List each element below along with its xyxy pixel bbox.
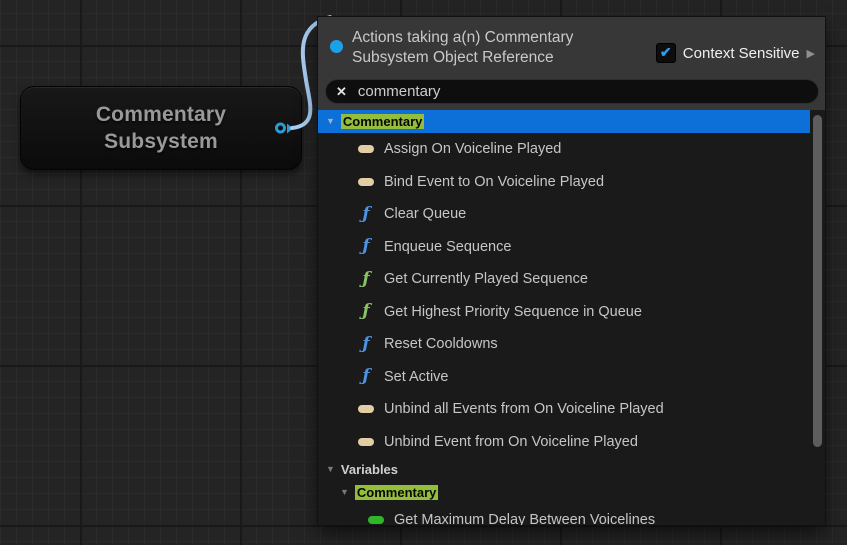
commentary-subsystem-node[interactable]: Commentary Subsystem	[20, 86, 302, 170]
menu-title: Actions taking a(n) Commentary Subsystem…	[352, 29, 574, 66]
pure-function-icon: ƒ	[362, 301, 370, 322]
action-item[interactable]: Bind Event to On Voiceline Played	[318, 166, 810, 199]
delegate-icon	[358, 177, 374, 186]
action-item[interactable]: ƒ Get Highest Priority Sequence in Queue	[318, 296, 810, 329]
scrollbar-thumb[interactable]	[813, 115, 822, 447]
row-label: Commentary	[354, 485, 439, 500]
category-row[interactable]: ▼ Commentary	[318, 481, 810, 504]
delegate-icon	[358, 437, 374, 446]
context-action-menu: Actions taking a(n) Commentary Subsystem…	[318, 17, 825, 525]
search-input[interactable]: ✕ commentary	[325, 79, 819, 104]
function-icon: ƒ	[362, 366, 370, 387]
row-label: Unbind Event from On Voiceline Played	[384, 433, 638, 450]
search-value: commentary	[357, 83, 441, 100]
category-row[interactable]: ▼ Variables	[318, 458, 810, 481]
node-title: Commentary Subsystem	[95, 103, 227, 153]
clear-search-icon[interactable]: ✕	[336, 84, 347, 99]
pin-circle-icon	[275, 122, 286, 134]
function-icon: ƒ	[362, 203, 370, 224]
action-item[interactable]: ƒ Clear Queue	[318, 198, 810, 231]
row-label: Clear Queue	[384, 206, 467, 223]
action-item[interactable]: ƒ Reset Cooldowns	[318, 328, 810, 361]
object-reference-output-pin[interactable]	[275, 122, 293, 134]
delegate-icon	[358, 405, 374, 414]
checkmark-icon: ✔	[659, 44, 672, 60]
object-pin-dot-icon	[330, 40, 343, 53]
function-icon: ƒ	[362, 236, 370, 257]
function-icon: ƒ	[362, 333, 370, 354]
row-label: Variables	[340, 462, 399, 477]
action-item[interactable]: ƒ Set Active	[318, 361, 810, 394]
pin-wedge-icon	[287, 123, 293, 133]
variable-get-icon	[368, 516, 384, 525]
row-label: Get Highest Priority Sequence in Queue	[384, 303, 642, 320]
pure-function-icon: ƒ	[362, 268, 370, 289]
expander-down-icon[interactable]: ▼	[326, 464, 335, 474]
expander-down-icon[interactable]: ▼	[340, 487, 349, 497]
row-label: Get Currently Played Sequence	[384, 271, 588, 288]
action-item[interactable]: ƒ Enqueue Sequence	[318, 231, 810, 264]
category-row[interactable]: ▼ Commentary	[318, 110, 810, 133]
action-item[interactable]: Unbind all Events from On Voiceline Play…	[318, 393, 810, 426]
row-label: Reset Cooldowns	[384, 336, 498, 353]
row-label: Bind Event to On Voiceline Played	[384, 173, 605, 190]
action-item[interactable]: Unbind Event from On Voiceline Played	[318, 426, 810, 459]
row-label: Assign On Voiceline Played	[384, 141, 562, 158]
row-label: Set Active	[384, 368, 449, 385]
action-item[interactable]: ƒ Get Currently Played Sequence	[318, 263, 810, 296]
row-label: Commentary	[340, 114, 425, 129]
delegate-icon	[358, 145, 374, 154]
search-row: ✕ commentary	[318, 77, 825, 110]
context-sensitive-checkbox[interactable]: ✔	[655, 43, 676, 63]
row-label: Enqueue Sequence	[384, 238, 512, 255]
expand-options-arrow-icon[interactable]: ▶	[806, 47, 815, 60]
action-item[interactable]: Assign On Voiceline Played	[318, 133, 810, 166]
expander-down-icon[interactable]: ▼	[326, 116, 335, 126]
row-label: Get Maximum Delay Between Voicelines	[394, 512, 656, 525]
context-sensitive-label: Context Sensitive	[682, 44, 800, 62]
row-label: Unbind all Events from On Voiceline Play…	[384, 401, 664, 418]
menu-header: Actions taking a(n) Commentary Subsystem…	[318, 17, 825, 77]
action-item[interactable]: Get Maximum Delay Between Voicelines	[318, 504, 810, 525]
